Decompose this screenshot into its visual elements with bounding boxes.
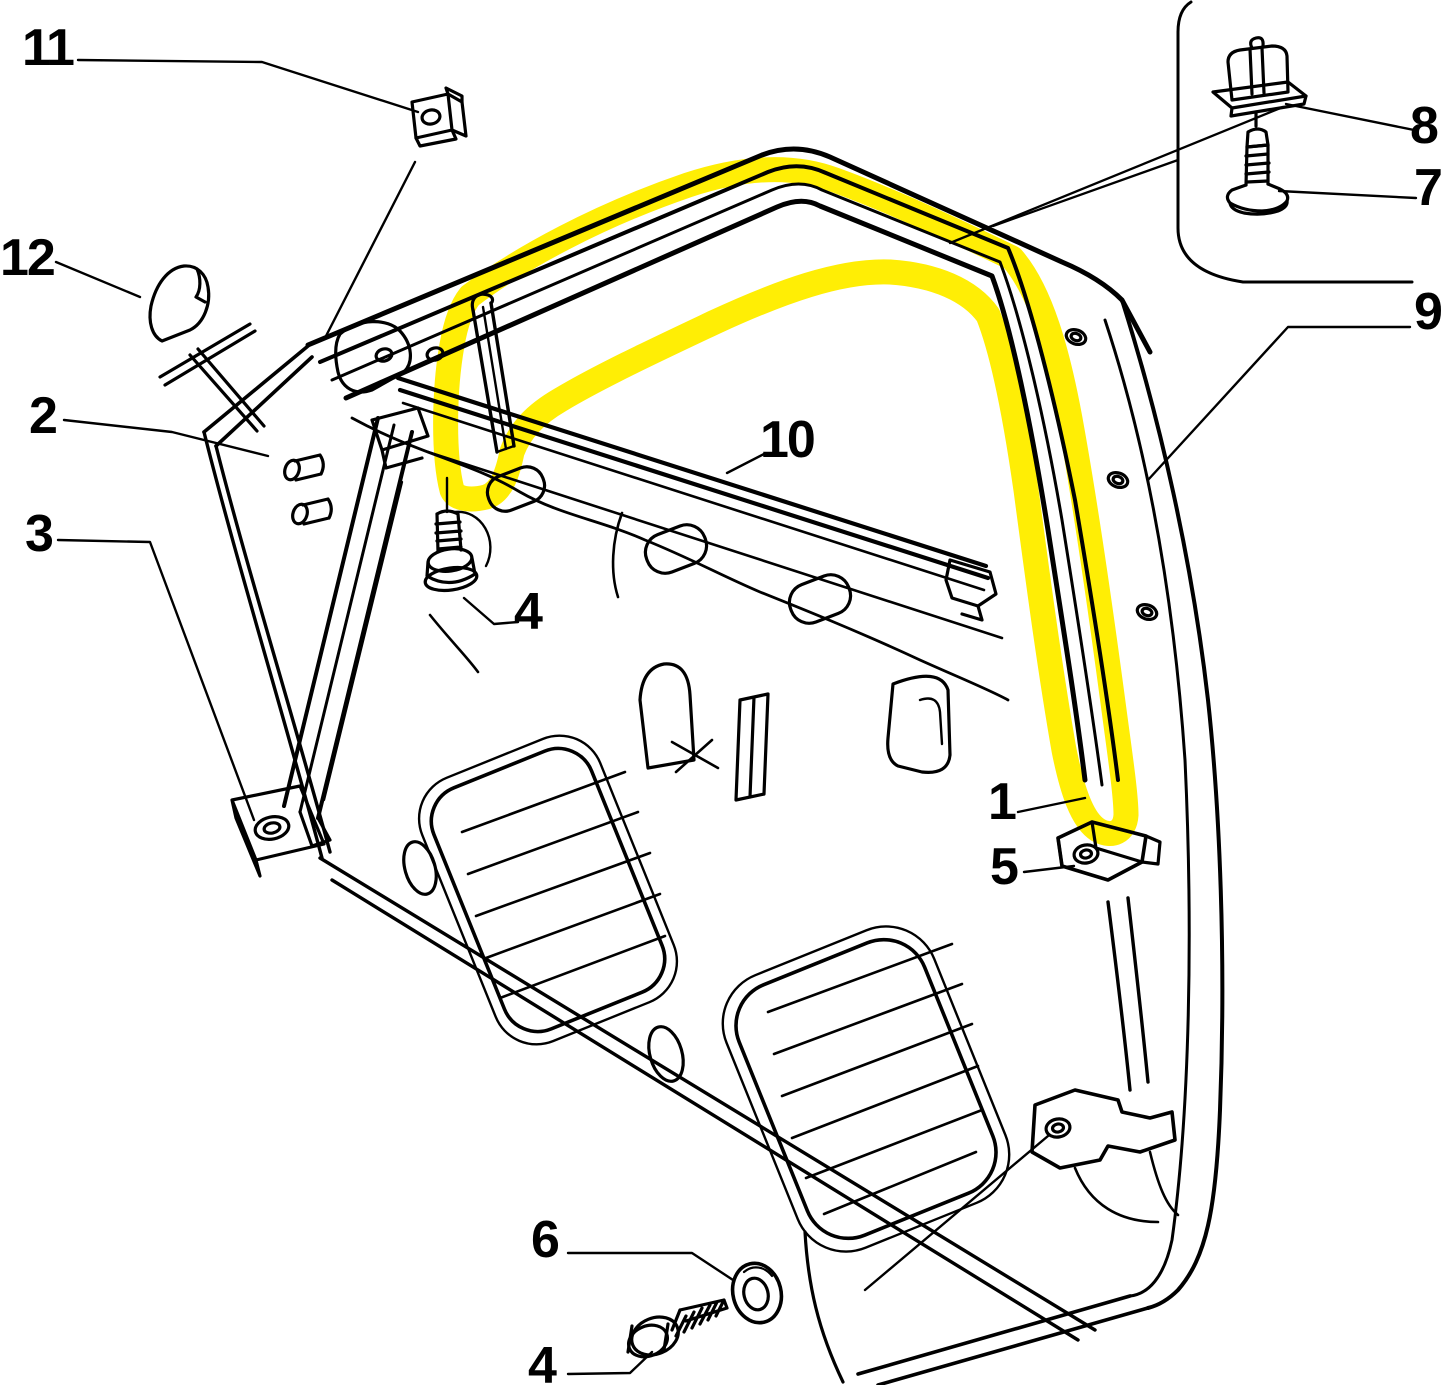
callout-label-4-lower: 4 [528,1337,557,1385]
leader-11 [76,58,420,114]
frame-channel-line [343,198,1088,783]
leader-8 [1284,102,1416,132]
panel-opening-flange [721,925,1011,1253]
callout-label-3: 3 [25,505,54,563]
rail-10 [395,375,998,622]
callout-label-7: 7 [1414,159,1443,217]
rail-10-end-bracket [944,558,998,622]
frame-line-1 [318,164,1120,782]
leader-11-install [323,160,417,340]
panel-slot [643,523,709,575]
detail-bubble [948,0,1414,284]
front-channel-piece [470,292,516,454]
screw-4-lower-icon [626,1298,729,1359]
leader-6 [566,1251,735,1282]
leader-4-lower [566,1350,654,1376]
leader-lines [54,58,1418,1376]
leader-10 [725,452,766,475]
cross-mark [670,738,720,774]
callout-label-2: 2 [29,387,58,445]
callout-label-10: 10 [760,411,816,469]
panel-top-contour [350,416,1010,702]
door-right-edge [1120,298,1225,1310]
inner-panel [350,416,1011,1253]
callout-label-4-upper: 4 [514,583,543,641]
belt-molding [318,856,1097,1342]
panel-slot [787,573,853,625]
bubble-boundary [1176,0,1414,284]
bubble-convergence-line-a [991,158,1180,228]
callout-label-8: 8 [1410,97,1439,155]
bracket-5-icon [1056,820,1162,882]
bracket-lower-icon [1030,1088,1177,1170]
door-body [202,298,1225,1385]
callout-label-11: 11 [22,19,75,77]
oval-hole [402,840,438,896]
panel-opening [429,746,667,1034]
shield-12-icon [148,264,211,343]
callout-label-6: 6 [531,1211,560,1269]
frame-line-2 [330,182,1104,787]
leader-7 [1277,189,1418,200]
leader-2 [62,418,270,458]
screw-7-icon [1225,110,1290,216]
door-right-hem [1103,318,1191,1298]
window-frame [305,146,1159,787]
leader-5 [1022,864,1076,874]
clip-11-icon [410,86,468,148]
leader-12 [54,260,142,299]
callout-label-1: 1 [988,773,1017,831]
panel-opening [734,937,998,1241]
callout-label-12: 12 [0,229,56,287]
frame-outer-edge [305,146,1153,355]
leader-4-upper [462,596,520,626]
stud-icon [291,497,333,526]
callout-label-9: 9 [1414,283,1443,341]
rail-foot [230,784,332,878]
oval-hole [647,1025,685,1083]
center-bar [734,692,770,802]
stud-icon [283,453,325,482]
washer-6-icon [730,1261,784,1325]
hatch-lines [460,770,667,1000]
leader-1 [1016,796,1087,814]
hatch-lines [766,942,984,1216]
panel-bottom-left-corner [803,1230,845,1384]
clip-8-icon [1211,36,1308,118]
door-bottom-edge [856,1294,1150,1385]
leader-9 [1146,325,1412,482]
panel-slot [485,465,547,513]
panel-opening-flange [417,734,679,1046]
channel-lower-run [1073,896,1180,1224]
rail-top-bracket [370,406,430,470]
window-sill-line [426,450,1004,640]
guide-rail-3 [230,406,430,878]
bubble-convergence-line-b [948,105,1285,245]
door-front-corner [202,344,314,448]
leader-3 [56,538,256,822]
lock-pocket [886,674,952,774]
screw-4-upper-icon [423,476,492,593]
tall-center-slot [638,662,696,770]
leader-lower-bracket [863,1134,1050,1292]
callout-label-5: 5 [990,838,1019,896]
